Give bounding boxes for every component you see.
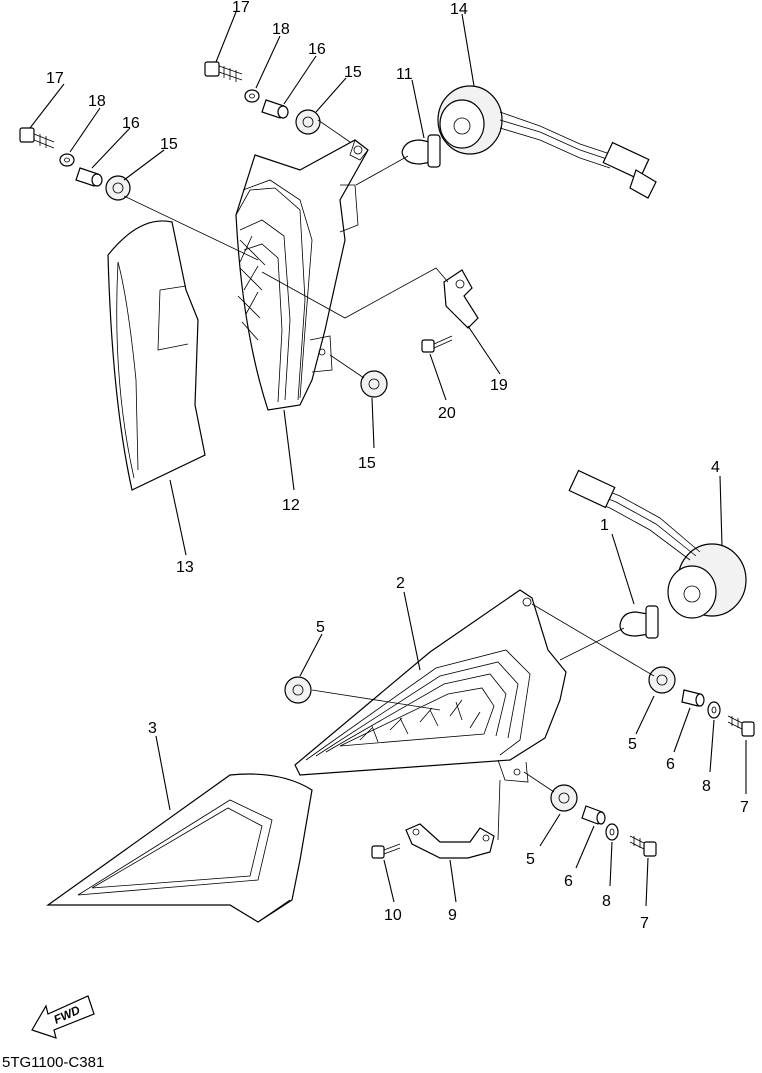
callout-4: 4 — [711, 459, 720, 476]
part-6-collar-right — [681, 689, 705, 707]
callout-2: 2 — [396, 575, 405, 592]
callout-1: 1 — [600, 517, 609, 534]
callout-20: 20 — [438, 405, 456, 422]
part-1-bulb-lower — [619, 605, 659, 639]
part-13-cover-upper — [107, 220, 206, 491]
callout-11: 11 — [396, 66, 413, 83]
callout-18: 18 — [88, 93, 106, 110]
part-12-lens-housing-upper — [235, 139, 369, 411]
part-9-bracket — [405, 823, 495, 859]
callout-16: 16 — [308, 41, 326, 58]
callout-16: 16 — [122, 115, 140, 132]
part-19-bracket — [443, 269, 479, 329]
part-17-bolt-top — [204, 61, 243, 82]
callout-7: 7 — [740, 799, 749, 816]
part-5-grommet-left — [284, 676, 312, 704]
callout-12: 12 — [282, 497, 300, 514]
callout-10: 10 — [384, 907, 402, 924]
part-11-bulb-upper — [401, 134, 441, 168]
callout-15: 15 — [344, 64, 362, 81]
callout-18: 18 — [272, 21, 290, 38]
callout-13: 13 — [176, 559, 194, 576]
part-10-screw — [371, 843, 401, 859]
part-17-bolt-left — [19, 127, 55, 149]
callout-19: 19 — [490, 377, 508, 394]
part-6-collar-bottom — [581, 805, 606, 825]
part-5-grommet-bottom — [550, 784, 578, 812]
part-20-screw — [421, 335, 453, 353]
part-18-washer-top — [244, 89, 260, 103]
callout-3: 3 — [148, 720, 157, 737]
callout-6: 6 — [666, 756, 675, 773]
callout-17: 17 — [232, 0, 250, 16]
upper-leader-lines — [29, 11, 501, 556]
callout-5: 5 — [628, 736, 637, 753]
callout-17: 17 — [46, 70, 64, 87]
part-5-grommet-right — [648, 666, 676, 694]
callout-8: 8 — [702, 778, 711, 795]
part-16-collar-top — [261, 99, 289, 119]
part-8-washer-right — [707, 701, 721, 719]
part-14-socket-harness-upper — [437, 85, 657, 199]
part-8-washer-bottom — [605, 823, 619, 841]
callout-7: 7 — [640, 915, 649, 932]
part-15-grommet-top — [295, 109, 321, 135]
fwd-arrow-icon: FWD — [31, 995, 95, 1039]
callout-5: 5 — [526, 851, 535, 868]
part-7-bolt-bottom — [629, 835, 657, 857]
callout-9: 9 — [448, 907, 457, 924]
diagram-code: 5TG1100-C381 — [2, 1054, 104, 1071]
callout-15: 15 — [358, 455, 376, 472]
callout-6: 6 — [564, 873, 573, 890]
part-18-washer-left — [59, 153, 75, 167]
part-4-socket-harness-lower — [568, 469, 747, 619]
callout-14: 14 — [450, 1, 468, 18]
part-16-collar-left — [75, 167, 103, 187]
part-15-grommet-right — [360, 370, 388, 398]
callout-labels: 17 18 16 15 11 14 17 18 16 15 19 20 15 1… — [46, 0, 749, 932]
lower-leader-lines — [155, 475, 747, 907]
callout-8: 8 — [602, 893, 611, 910]
part-7-bolt-right — [727, 715, 755, 737]
part-2-lens-housing-lower — [294, 589, 567, 783]
part-3-cover-lower — [46, 773, 313, 923]
callout-15: 15 — [160, 136, 178, 153]
callout-5: 5 — [316, 619, 325, 636]
part-15-grommet-left — [105, 175, 131, 201]
